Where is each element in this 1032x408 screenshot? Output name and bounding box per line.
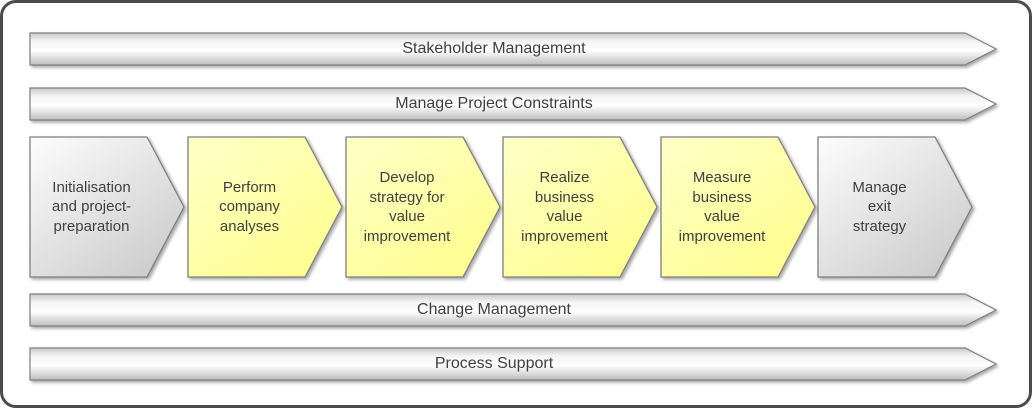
banner-arrow-shape (29, 87, 998, 121)
step-arrow-shape (344, 136, 501, 278)
step-label: Measure business value improvement (678, 169, 766, 245)
step-label: Perform company analyses (219, 178, 280, 235)
banner-label: Stakeholder Management (402, 40, 586, 57)
banner-label: Change Management (417, 301, 571, 318)
stakeholder-management-banner: Stakeholder Management (29, 32, 999, 66)
manage-project-constraints-banner: Manage Project Constraints (29, 87, 999, 121)
process-steps-row: Initialisation and project- preparation … (29, 136, 1009, 278)
step-perform-company-analyses: Perform company analyses (187, 136, 344, 278)
step-arrow-shape (29, 136, 185, 278)
step-arrow-shape (502, 136, 658, 278)
step-label: Realize business value improvement (521, 169, 608, 245)
step-label: Manage exit strategy (852, 178, 907, 235)
banner-arrow-shape (29, 347, 998, 381)
step-arrow-shape (659, 136, 816, 278)
step-realize-business-value-improvement: Realize business value improvement (502, 136, 659, 278)
banner-arrow-shape (29, 293, 998, 327)
step-label: Develop strategy for value improvement (363, 169, 451, 245)
banner-label: Manage Project Constraints (395, 95, 593, 112)
step-develop-strategy-for-value-improvement: Develop strategy for value improvement (344, 136, 502, 278)
step-arrow-shape (187, 136, 343, 278)
step-measure-business-value-improvement: Measure business value improvement (659, 136, 817, 278)
banner-label: Process Support (434, 355, 554, 372)
step-manage-exit-strategy: Manage exit strategy (817, 136, 974, 278)
step-label: Initialisation and project- preparation (51, 178, 132, 235)
banner-arrow-shape (29, 32, 998, 66)
process-support-banner: Process Support (29, 347, 999, 381)
step-initialisation-and-project-preparation: Initialisation and project- preparation (29, 136, 186, 278)
change-management-banner: Change Management (29, 293, 999, 327)
step-arrow-shape (817, 136, 973, 278)
